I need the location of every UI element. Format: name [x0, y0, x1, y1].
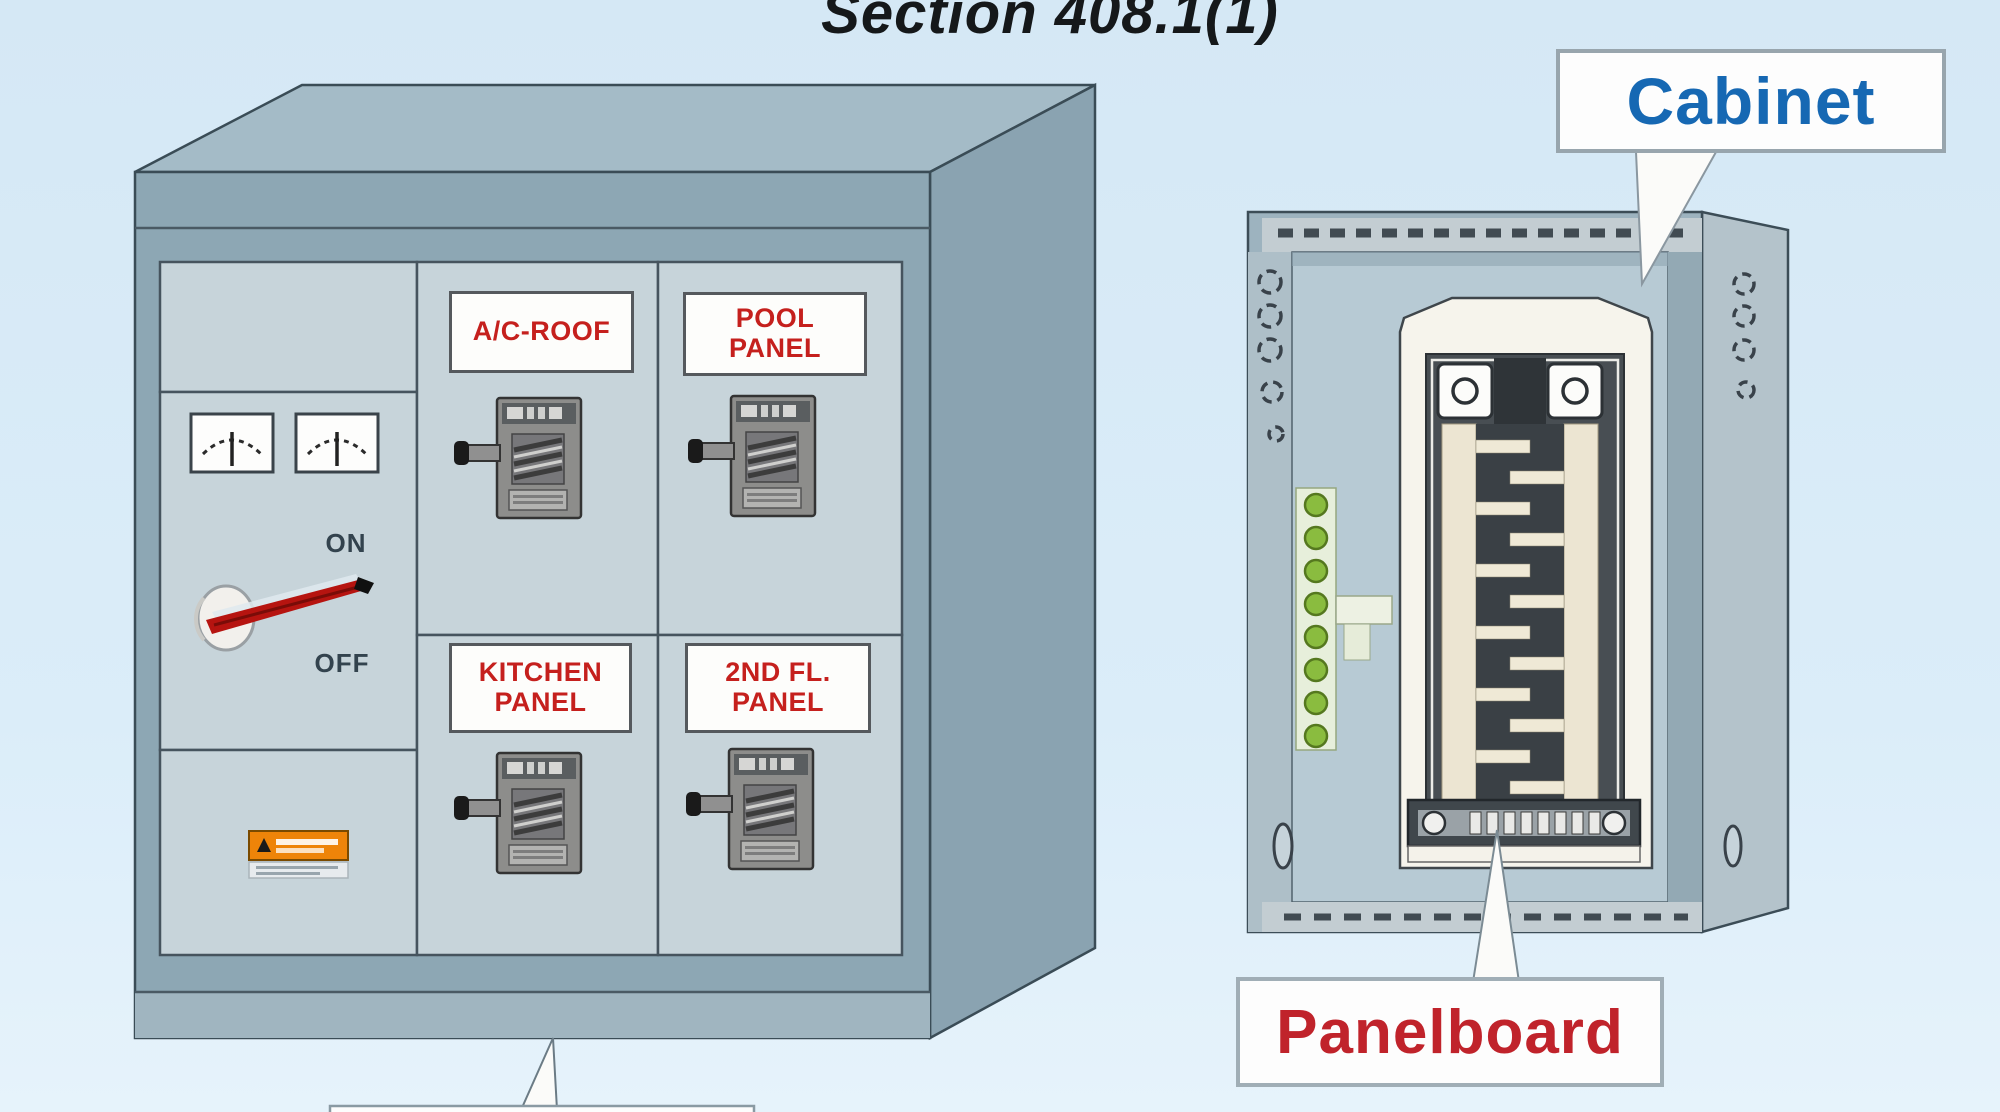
switchboard-sections — [158, 260, 904, 957]
switchboard-callout-pointer — [519, 1037, 559, 1111]
analog-meter-icon — [189, 412, 275, 474]
switchboard-callout-box-cutoff — [328, 1104, 756, 1112]
knockout-rings-right — [1732, 272, 1756, 400]
analog-meter-icon — [294, 412, 380, 474]
breaker-label-2nd-fl-panel: 2ND FL. PANEL — [685, 643, 871, 733]
warning-label-icon — [248, 830, 349, 879]
page-title: Section 408.1(1) — [821, 0, 1279, 46]
switch-on-label: ON — [325, 528, 367, 558]
lug-terminals — [1436, 362, 1604, 420]
cabinet-graphic — [1246, 151, 1790, 983]
cabinet-right-flange — [1700, 210, 1790, 934]
breaker-label-kitchen-panel: KITCHEN PANEL — [449, 643, 632, 733]
ground-bar — [1295, 487, 1393, 751]
main-switch-lever[interactable] — [194, 574, 374, 652]
switchboard-bottom-band — [135, 992, 930, 1038]
switchboard-graphic — [133, 82, 1097, 1112]
oval-knockout — [1723, 824, 1743, 868]
panelboard-graphic — [1398, 296, 1654, 870]
knockout-rings-left — [1257, 269, 1285, 443]
switchboard-side-face — [928, 82, 1097, 1041]
cabinet-callout-label: Cabinet — [1556, 49, 1946, 153]
breaker-label-ac-roof: A/C-ROOF — [449, 291, 634, 373]
switch-off-label: OFF — [314, 648, 370, 678]
neutral-bar — [1406, 798, 1642, 863]
bus-stabs — [1475, 439, 1565, 795]
switchboard-top-face — [134, 83, 1096, 174]
breaker-label-pool-panel: POOL PANEL — [683, 292, 867, 376]
panelboard-callout-label: Panelboard — [1236, 977, 1664, 1087]
oval-knockout — [1272, 822, 1294, 870]
